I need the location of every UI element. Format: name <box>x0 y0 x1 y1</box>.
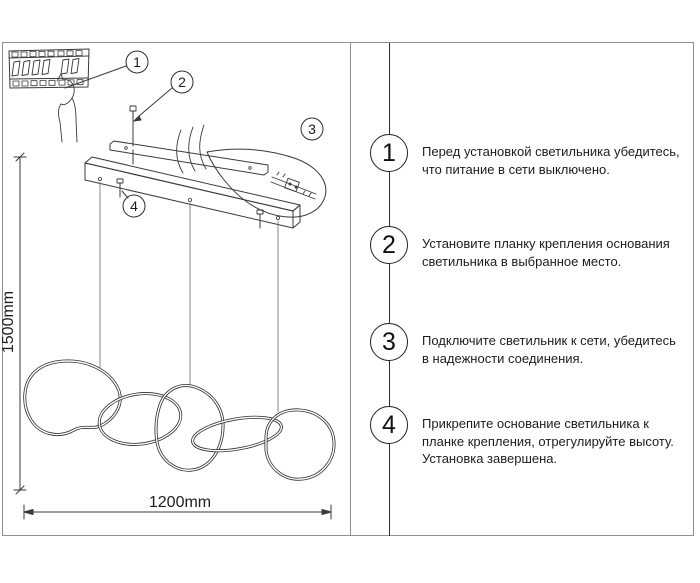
light-rings <box>23 359 336 481</box>
step-4-number: 4 <box>382 410 396 439</box>
step-1-badge: 1 <box>370 134 408 172</box>
step-2-text: Установите планку крепления основания св… <box>422 236 670 269</box>
callout-3-label: 3 <box>308 121 316 137</box>
suspension-wires <box>99 181 279 413</box>
step-1-text: Перед установкой светильника убедитесь, … <box>422 144 680 177</box>
callout-2-label: 2 <box>178 74 186 90</box>
cable-wavy-lines <box>176 124 207 174</box>
content-frame <box>2 42 694 536</box>
height-dimension: 1500mm <box>0 152 27 495</box>
terminal-block-icon <box>270 171 317 200</box>
step-3-text: Подключите светильник к сети, убедитесь … <box>422 333 676 366</box>
callout-4-label: 4 <box>130 198 138 214</box>
step-3-number: 3 <box>382 327 396 356</box>
hand-icon <box>56 73 78 143</box>
step-4-badge: 4 <box>370 406 408 444</box>
width-dimension-label: 1200mm <box>149 494 211 511</box>
step-3-badge: 3 <box>370 323 408 361</box>
steps-vertical-line <box>389 43 390 536</box>
callout-4: 4 <box>116 178 264 229</box>
column-divider <box>350 42 351 536</box>
step-2-badge: 2 <box>370 226 408 264</box>
callout-2: 2 <box>129 70 194 165</box>
step-4-text: Прикрепите основание светильника к планк… <box>422 416 674 466</box>
callout-1-label: 1 <box>133 54 141 70</box>
step-1-number: 1 <box>382 138 396 167</box>
callout-1: 1 <box>64 50 149 89</box>
connection-detail-bubble: 3 <box>206 117 327 218</box>
breaker-panel-illustration <box>8 48 90 143</box>
height-dimension-label: 1500mm <box>0 291 17 353</box>
step-2-number: 2 <box>382 230 396 259</box>
mounting-strip <box>109 140 269 176</box>
width-dimension: 1200mm <box>23 494 332 520</box>
breaker-levers <box>11 58 80 77</box>
fixture-base-bar <box>84 156 301 229</box>
